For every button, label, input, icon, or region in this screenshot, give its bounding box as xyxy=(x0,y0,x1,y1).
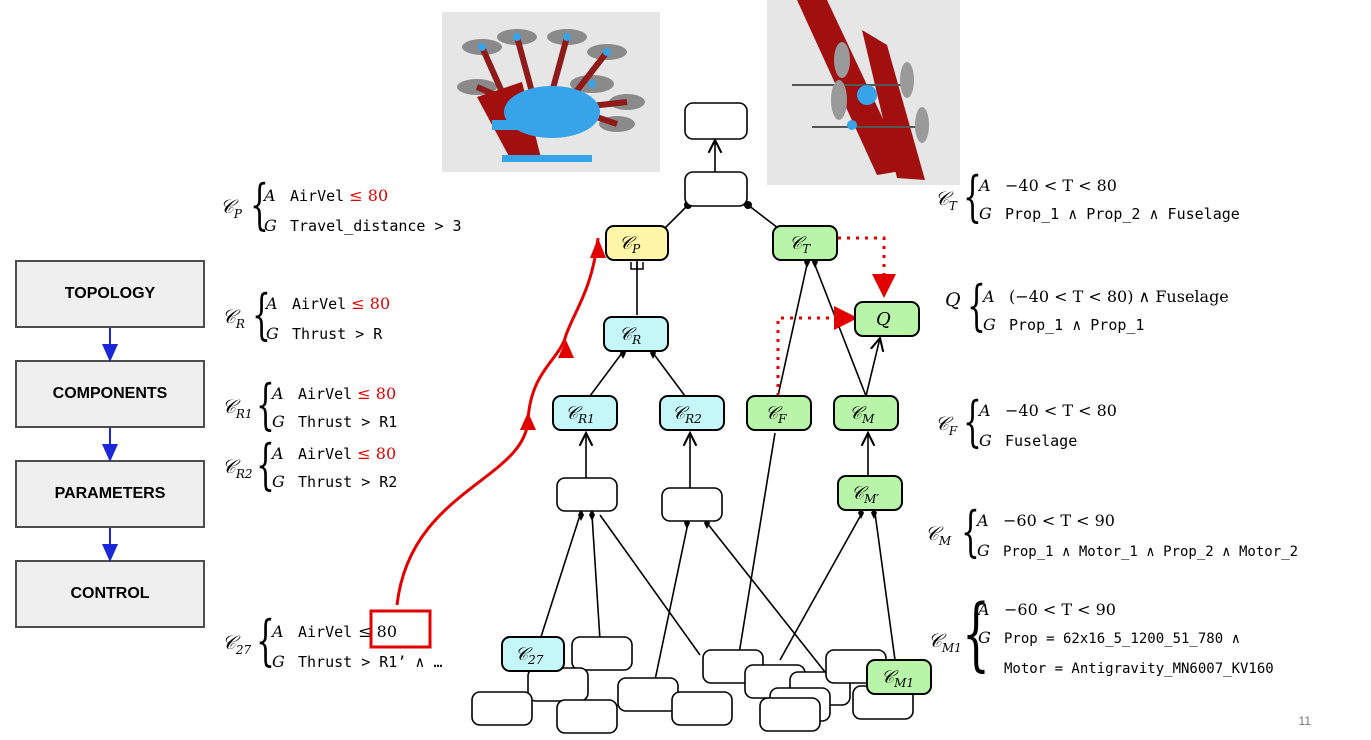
node-cp xyxy=(605,225,669,261)
flow-label: TOPOLOGY xyxy=(64,285,156,302)
tree-edges xyxy=(539,140,896,681)
flow-box-parameters: PARAMETERS xyxy=(15,460,205,528)
node-cm xyxy=(833,395,899,431)
flow-box-components: COMPONENTS xyxy=(15,360,205,428)
page-number: 11 xyxy=(1298,714,1311,728)
node-cf xyxy=(746,395,812,431)
fixed-wing-aircraft-image xyxy=(767,0,960,185)
node-ct xyxy=(772,225,838,261)
flow-label: PARAMETERS xyxy=(54,485,166,502)
node-cr1 xyxy=(552,395,618,431)
multirotor-aircraft-image xyxy=(442,12,660,172)
node-cmp xyxy=(837,475,903,511)
node-q xyxy=(854,301,920,337)
fork-connector xyxy=(630,262,644,270)
flow-label: CONTROL xyxy=(70,585,150,602)
flow-box-topology: TOPOLOGY xyxy=(15,260,205,328)
brace: { xyxy=(250,173,269,236)
red-dotted-arrow xyxy=(776,306,858,396)
node-cm1 xyxy=(866,659,932,695)
red-dotted-arrow xyxy=(838,236,896,298)
empty-nodes xyxy=(471,102,914,734)
node-cr2 xyxy=(659,395,725,431)
node-cr xyxy=(603,316,669,352)
contract-name: 𝒞P xyxy=(220,196,242,221)
flow-label: COMPONENTS xyxy=(52,385,168,402)
node-c27 xyxy=(501,636,565,672)
red-arrowhead xyxy=(590,238,606,258)
red-refinement-arrow xyxy=(395,237,600,606)
node-label-q: Q xyxy=(876,309,891,330)
red-arrowhead xyxy=(520,412,536,430)
red-arrowhead xyxy=(558,340,574,358)
highlight-box xyxy=(369,609,432,649)
